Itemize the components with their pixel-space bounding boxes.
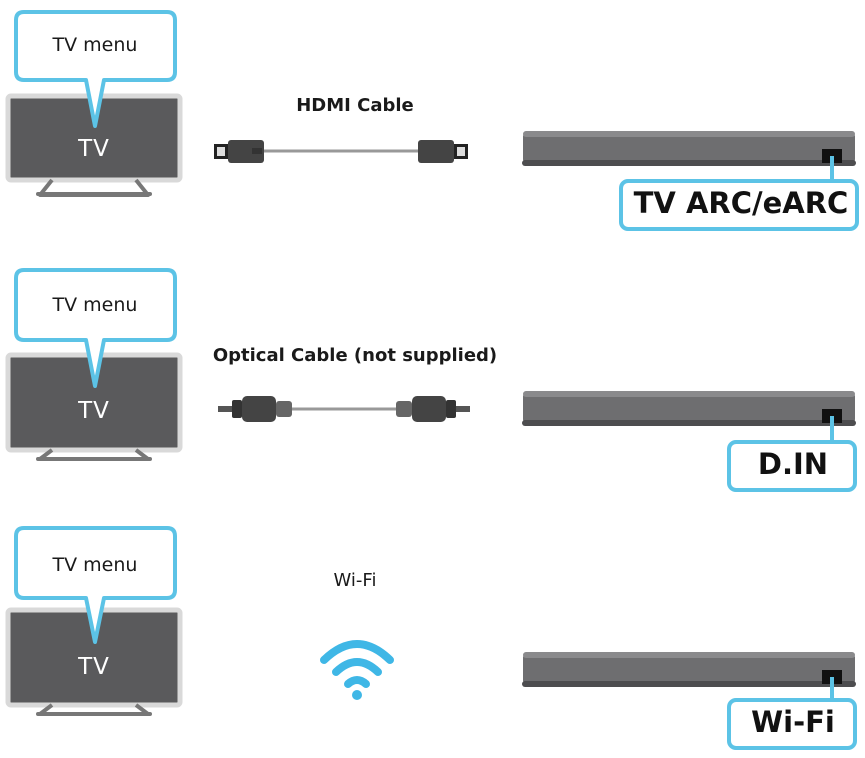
optical-row-artwork: [5, 268, 857, 492]
tv-label: TV: [78, 654, 110, 680]
port-label: TV ARC/eARC: [633, 186, 849, 220]
tv-menu-label: TV menu: [52, 294, 138, 316]
tv-menu-callout-shape: [14, 268, 177, 388]
soundbar-icon: [522, 652, 856, 687]
optical-connection-row: TV menu TV Optical Cable (not supplied) …: [0, 258, 865, 508]
connection-label: Optical Cable (not supplied): [212, 345, 498, 366]
connection-label: Wi-Fi: [333, 570, 377, 591]
port-label: Wi-Fi: [751, 705, 835, 739]
wifi-icon: [320, 640, 394, 688]
hdmi-cable-icon: [214, 140, 468, 163]
tv-menu-callout-shape: [14, 526, 177, 644]
port-callout-shape: [727, 416, 857, 492]
hdmi-row-artwork: [5, 10, 859, 231]
tv-menu-label: TV menu: [52, 34, 138, 56]
connection-label: HDMI Cable: [296, 95, 414, 116]
port-callout-shape: [619, 156, 859, 231]
tv-label: TV: [78, 136, 110, 162]
wifi-row-artwork: [5, 526, 857, 750]
optical-cable-icon: [218, 396, 470, 422]
soundbar-icon: [522, 391, 856, 426]
port-callout-shape: [727, 677, 857, 750]
hdmi-connection-row: TV menu TV HDMI Cable TV ARC/eARC: [0, 0, 865, 250]
tv-menu-label: TV menu: [52, 554, 138, 576]
wifi-connection-row: TV menu TV Wi-Fi Wi-Fi: [0, 508, 865, 758]
wifi-icon-dot: [352, 690, 362, 700]
port-label: D.IN: [757, 447, 829, 481]
soundbar-icon: [522, 131, 856, 166]
tv-menu-callout-shape: [14, 10, 177, 128]
tv-label: TV: [78, 398, 110, 424]
